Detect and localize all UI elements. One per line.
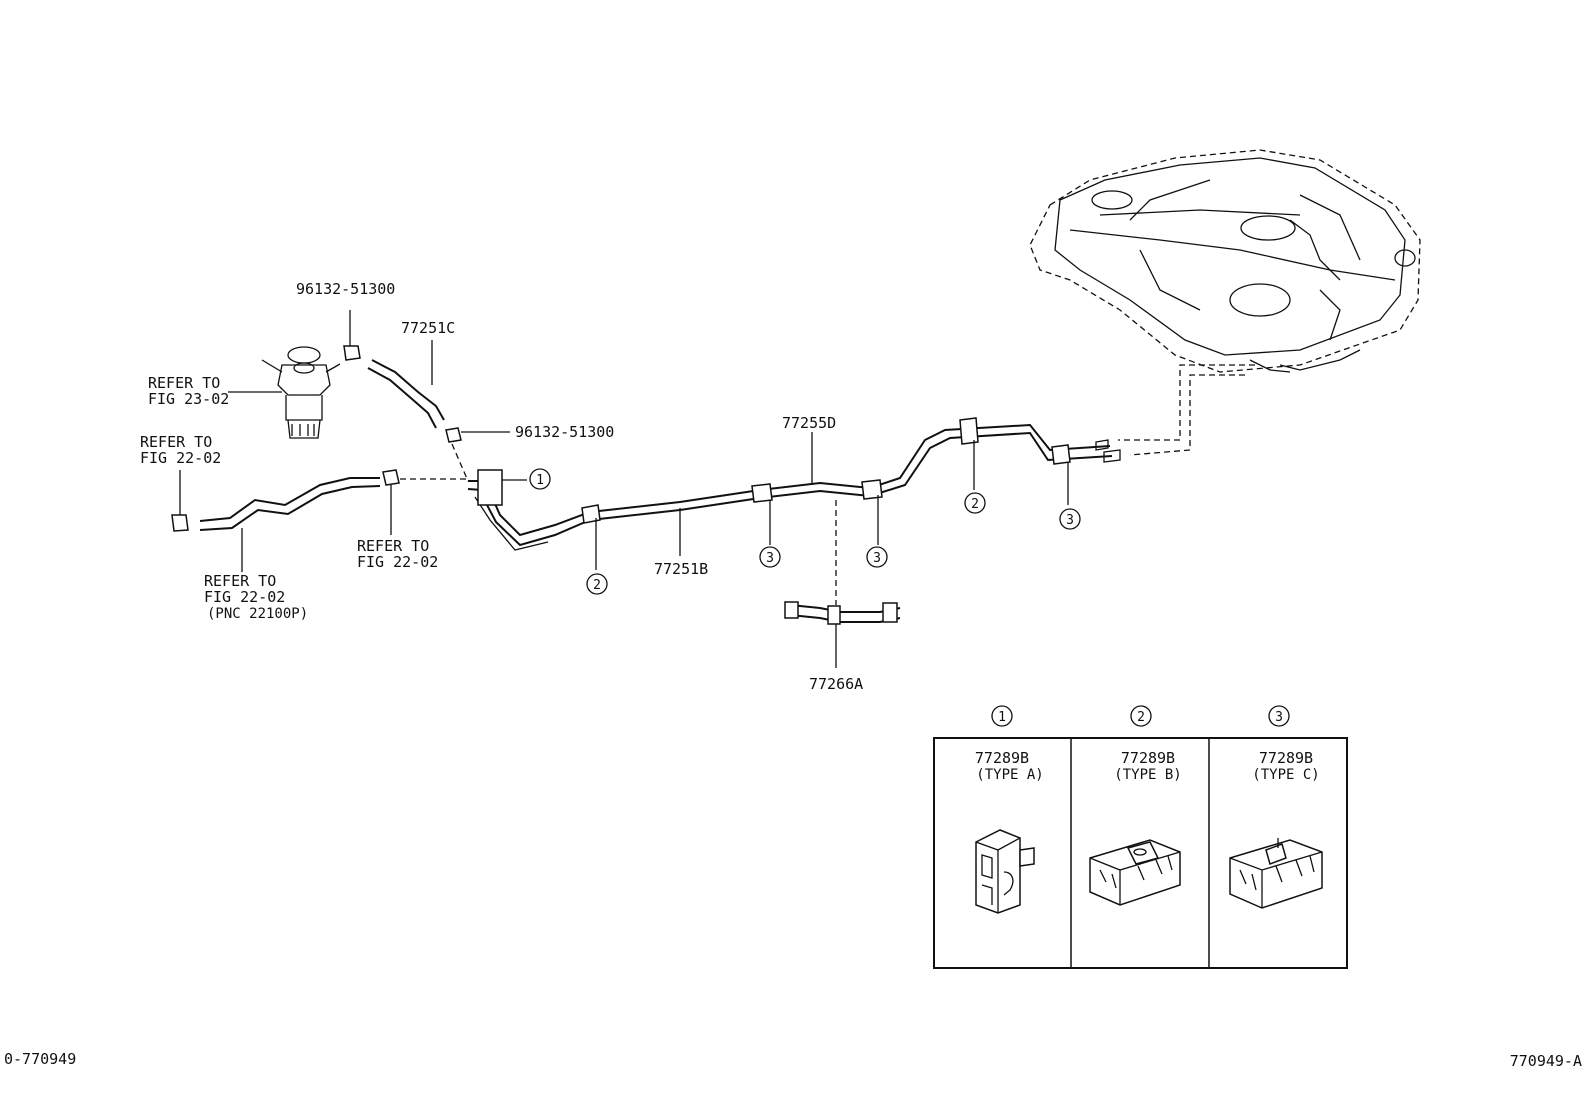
clamp-marks	[477, 417, 1071, 524]
hose-77251c-icon	[367, 340, 445, 429]
ref-filter-line2: FIG 23-02	[148, 390, 229, 408]
callout-hose-a: 77266A	[809, 675, 863, 693]
clamp-type-c-icon	[1229, 838, 1323, 909]
clamp-type-a-icon	[975, 829, 1035, 914]
clip-left-icon	[171, 470, 189, 532]
clamp-marker-3a: 3	[759, 546, 781, 568]
ref-hose-bottom-line2: FIG 22-02	[204, 588, 285, 606]
callout-clip-mid: 96132-51300	[515, 423, 614, 441]
clamp-type-b-icon	[1089, 839, 1181, 906]
svg-text:3: 3	[873, 551, 881, 566]
svg-text:2: 2	[971, 497, 979, 512]
clamp-marker-2a: 2	[586, 573, 608, 595]
svg-text:77289B: 77289B	[1259, 749, 1313, 767]
leader-lines	[228, 391, 1069, 570]
dashed-link-clip	[451, 443, 469, 482]
legend-item-type-a: 1 77289B (TYPE A)	[975, 705, 1044, 914]
svg-text:3: 3	[1275, 710, 1283, 725]
clamp-marker-3c: 3	[1059, 508, 1081, 530]
clip-center-icon	[382, 469, 400, 535]
ref-hose-mid-line1: REFER TO	[357, 537, 429, 555]
hose-left-icon	[199, 477, 381, 572]
dashed-link-tank-upper	[1118, 364, 1255, 441]
legend-item-type-b: 2 77289B (TYPE B)	[1089, 705, 1182, 906]
svg-text:3: 3	[766, 551, 774, 566]
ref-hose-mid-line2: FIG 22-02	[357, 553, 438, 571]
callout-tube-d: 77255D	[782, 414, 836, 432]
ref-hose-left-line2: FIG 22-02	[140, 449, 221, 467]
clamp-legend: 1 77289B (TYPE A) 2 77289B (TYPE B)	[933, 705, 1348, 969]
fuel-filter-icon	[261, 346, 341, 439]
ref-hose-bottom-line1: REFER TO	[204, 572, 276, 590]
ref-hose-left-line1: REFER TO	[140, 433, 212, 451]
svg-text:1: 1	[998, 710, 1006, 725]
svg-text:(TYPE B): (TYPE B)	[1114, 767, 1181, 783]
clip-mid-icon	[445, 427, 510, 443]
fuel-tube-assembly	[467, 423, 1121, 551]
callout-tube-b: 77251B	[654, 560, 708, 578]
clamp-marker-1: 1	[529, 468, 551, 490]
fuel-tank	[1029, 149, 1421, 373]
legend-item-type-c: 3 77289B (TYPE C)	[1229, 705, 1323, 909]
svg-text:3: 3	[1066, 513, 1074, 528]
dashed-link-tank-lower	[1129, 374, 1245, 456]
clip-top-icon	[343, 310, 361, 361]
svg-text:2: 2	[593, 578, 601, 593]
svg-text:(TYPE C): (TYPE C)	[1252, 767, 1319, 783]
footer-right-code: 770949-A	[1510, 1052, 1582, 1070]
clamp-marker-2b: 2	[964, 492, 986, 514]
svg-text:1: 1	[536, 473, 544, 488]
callout-clip-top: 96132-51300	[296, 280, 395, 298]
ref-hose-bottom-line3: (PNC 22100P)	[207, 606, 308, 622]
svg-text:2: 2	[1137, 710, 1145, 725]
svg-text:77289B: 77289B	[1121, 749, 1175, 767]
clamp-marker-3b: 3	[866, 546, 888, 568]
svg-text:(TYPE A): (TYPE A)	[976, 767, 1043, 783]
svg-text:77289B: 77289B	[975, 749, 1029, 767]
hose-77266a-icon	[784, 500, 901, 668]
callout-hose-c: 77251C	[401, 319, 455, 337]
ref-filter-line1: REFER TO	[148, 374, 220, 392]
footer-left-code: 0-770949	[4, 1050, 76, 1068]
